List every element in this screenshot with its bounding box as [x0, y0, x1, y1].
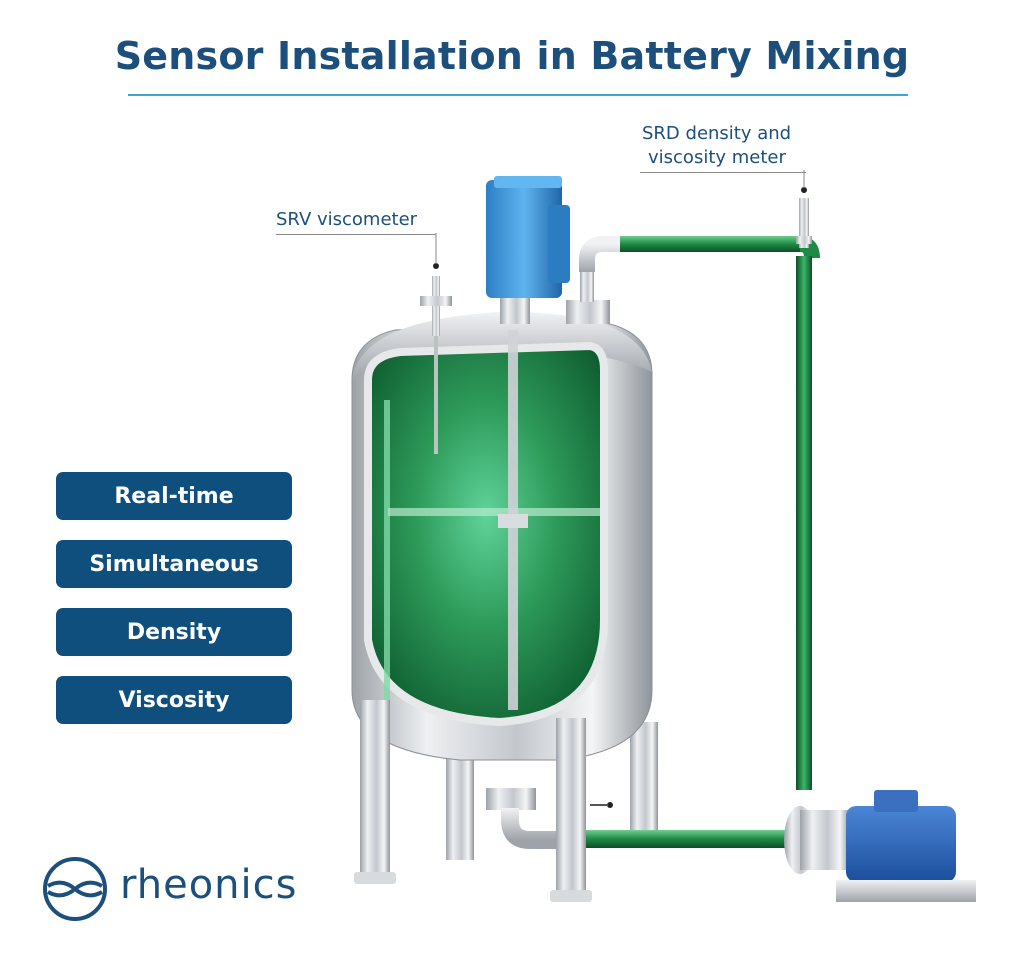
srd-label-rule: [640, 172, 806, 173]
srd-sensor-body: [799, 198, 809, 248]
tank-cutaway-fluid: [364, 341, 608, 727]
srd-meter-label-line2: viscosity meter: [648, 147, 786, 168]
tank-leg-front-right: [556, 718, 586, 898]
title-underline: [128, 94, 908, 96]
brand-name: rheonics: [120, 862, 298, 908]
recirculation-pipe-vertical: [796, 256, 812, 790]
mixer-motor: [486, 180, 562, 298]
tank-leg-back-right: [630, 722, 658, 842]
page-title: Sensor Installation in Battery Mixing: [114, 34, 910, 78]
srv-probe-flange: [420, 296, 452, 306]
tank-leg-front-left: [360, 700, 390, 880]
pump-motor: [846, 806, 956, 882]
srv-viscometer-label: SRV viscometer: [276, 209, 418, 230]
feature-viscosity: Viscosity: [56, 676, 292, 724]
recirculation-pipe-top: [620, 236, 804, 252]
outlet-flange: [566, 300, 610, 324]
rheonics-logo-icon: [43, 857, 107, 921]
baffle-cross: [388, 508, 600, 516]
srv-pointer-dot: [433, 263, 439, 269]
srd-meter-label-line1: SRD density and: [642, 123, 792, 144]
feature-density: Density: [56, 608, 292, 656]
feature-simultaneous: Simultaneous: [56, 540, 292, 588]
srd-pointer-dot: [801, 187, 807, 193]
srv-label-rule: [276, 234, 436, 235]
agitator-hub: [498, 514, 528, 528]
suction-pipe-green: [578, 830, 788, 848]
bottom-outlet-flange: [486, 788, 536, 810]
pump-base: [836, 880, 976, 902]
srv-probe-rod: [434, 336, 438, 454]
baffle-left: [384, 400, 390, 710]
feature-real-time: Real-time: [56, 472, 292, 520]
mixer-motor-terminal-box: [548, 205, 570, 283]
